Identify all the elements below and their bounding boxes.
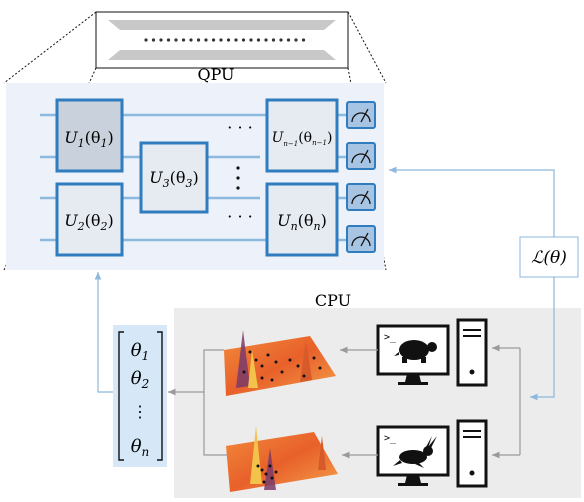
cpu-loop-arrows bbox=[168, 344, 521, 459]
qubit-dot bbox=[279, 38, 283, 42]
qubit-dot bbox=[294, 38, 298, 42]
sample-point bbox=[248, 350, 252, 354]
gate-u3: U3(θ3) bbox=[139, 141, 209, 214]
qubit-dot bbox=[159, 38, 163, 42]
tower-icon bbox=[456, 318, 488, 387]
loss-landscape-icon bbox=[226, 426, 338, 492]
qubit-dot bbox=[189, 38, 193, 42]
measurement-icons bbox=[346, 101, 376, 253]
sample-point bbox=[266, 353, 270, 357]
sample-point bbox=[260, 468, 264, 472]
rabbit-icon bbox=[393, 436, 437, 468]
qubit-dot bbox=[219, 38, 223, 42]
terminal-prompt: >_ bbox=[384, 433, 397, 444]
svg-text:θ2: θ2 bbox=[131, 368, 149, 391]
landscape-points bbox=[242, 350, 322, 382]
tower-icon bbox=[456, 419, 488, 488]
qubit-dot bbox=[249, 38, 253, 42]
sample-point bbox=[262, 480, 266, 484]
sample-point bbox=[270, 476, 274, 480]
ellipsis-top: · · · bbox=[227, 118, 252, 137]
sample-point bbox=[274, 360, 278, 364]
measurement-icon bbox=[346, 101, 376, 129]
sample-point bbox=[312, 356, 316, 360]
qubit-dots bbox=[144, 38, 306, 42]
arrow-params-to-qpu bbox=[94, 272, 113, 393]
computer-icon: >_ bbox=[376, 425, 450, 486]
sample-point bbox=[254, 358, 258, 362]
svg-text:U2(θ2): U2(θ2) bbox=[64, 211, 114, 233]
svg-text:θn: θn bbox=[131, 436, 150, 459]
gate-un-minus-1: Un−1(θn−1) bbox=[265, 98, 339, 173]
measurement-icon bbox=[346, 225, 376, 253]
landscape-points-2 bbox=[256, 464, 278, 484]
qubit-dot bbox=[196, 38, 201, 42]
sample-point bbox=[268, 464, 272, 468]
parameter-vector: θ1 θ2 ⋮ θn bbox=[113, 325, 167, 467]
qubit-dot bbox=[174, 38, 178, 42]
loss-label: ℒ(θ) bbox=[531, 248, 567, 268]
ellipsis-vertical bbox=[236, 166, 240, 190]
cpu-label: CPU bbox=[315, 291, 351, 310]
loss-landscape-icon bbox=[224, 330, 336, 396]
sample-point bbox=[264, 472, 268, 476]
gate-u1: U1(θ1) bbox=[55, 98, 124, 173]
sample-point bbox=[260, 364, 264, 368]
qubit-dot bbox=[286, 38, 291, 42]
qubit-dot bbox=[241, 38, 246, 42]
ellipsis-bottom: · · · bbox=[227, 207, 252, 226]
qubit-dot bbox=[264, 38, 268, 42]
turtle-icon bbox=[394, 340, 437, 363]
qubit-dot bbox=[256, 38, 261, 42]
sample-point bbox=[256, 464, 260, 468]
arrow-loss-to-cpu bbox=[530, 277, 555, 401]
qubit-dot bbox=[181, 38, 186, 42]
qubit-dot bbox=[271, 38, 276, 42]
sample-point bbox=[260, 376, 264, 380]
svg-text:Un(θn): Un(θn) bbox=[277, 211, 327, 233]
terminal-prompt: >_ bbox=[384, 332, 397, 343]
sample-point bbox=[318, 366, 322, 370]
computer-icon: >_ bbox=[376, 324, 450, 385]
svg-text:θ1: θ1 bbox=[131, 340, 149, 363]
loss-box: ℒ(θ) bbox=[519, 236, 579, 278]
svg-text:⋮: ⋮ bbox=[132, 402, 148, 421]
svg-text:U1(θ1): U1(θ1) bbox=[64, 128, 114, 150]
svg-text:U3(θ3): U3(θ3) bbox=[149, 168, 199, 190]
qubit-dot bbox=[234, 38, 238, 42]
qubit-dot bbox=[211, 38, 216, 42]
qubit-dot bbox=[226, 38, 231, 42]
sample-point bbox=[270, 378, 274, 382]
measurement-icon bbox=[346, 183, 376, 211]
arrow-qpu-to-loss bbox=[389, 166, 555, 237]
qubit-dot bbox=[204, 38, 208, 42]
sample-point bbox=[242, 370, 246, 374]
chip-icon bbox=[95, 11, 349, 69]
gate-un: Un(θn) bbox=[265, 182, 339, 257]
measurement-icon bbox=[346, 142, 376, 170]
svg-text:Un−1(θn−1): Un−1(θn−1) bbox=[272, 130, 333, 148]
sample-point bbox=[296, 364, 300, 368]
qubit-dot bbox=[151, 38, 156, 42]
sample-point bbox=[288, 358, 292, 362]
gate-u2: U2(θ2) bbox=[55, 182, 124, 257]
qpu-label: QPU bbox=[197, 65, 234, 84]
sample-point bbox=[302, 374, 306, 378]
qubit-dot bbox=[166, 38, 171, 42]
sample-point bbox=[280, 370, 284, 374]
qubit-dot bbox=[301, 38, 306, 42]
qubit-dot bbox=[144, 38, 148, 42]
sample-point bbox=[274, 470, 278, 474]
